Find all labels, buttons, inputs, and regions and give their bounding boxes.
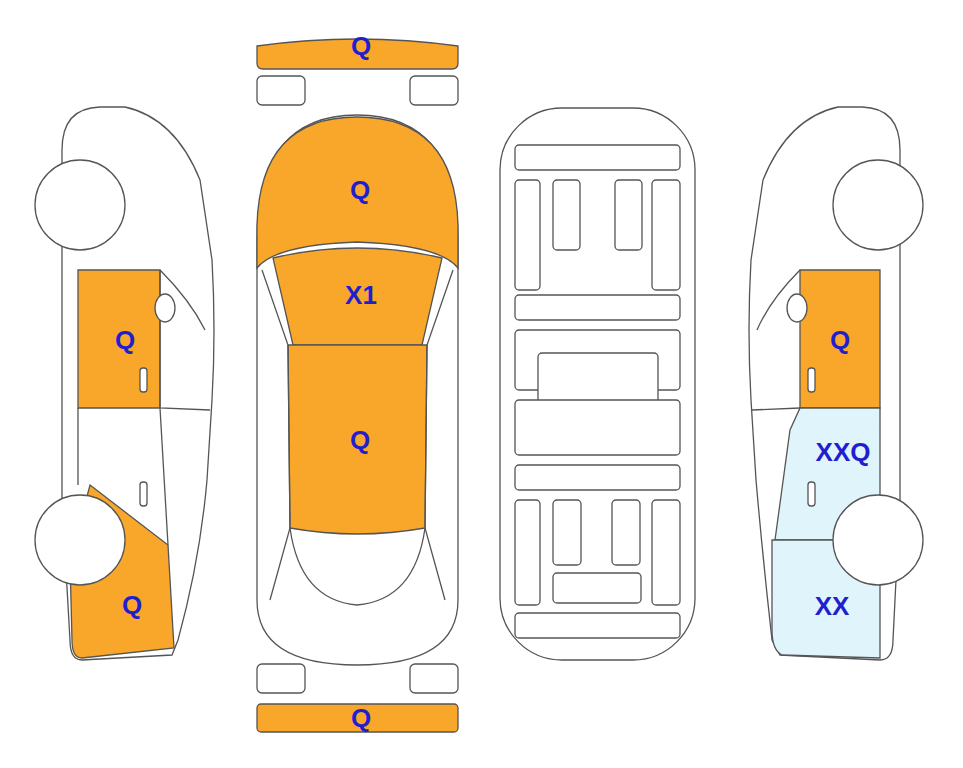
frame-part <box>515 500 540 605</box>
headlight <box>257 76 305 105</box>
frame-part <box>515 465 680 490</box>
side-line <box>262 270 290 600</box>
handle <box>140 368 147 392</box>
taillight <box>410 664 458 693</box>
frame-part <box>515 400 680 455</box>
damage-code: XXQ <box>816 439 871 465</box>
damage-code: Q <box>350 427 370 453</box>
mirror <box>787 294 807 322</box>
taillight <box>257 664 305 693</box>
headlight <box>410 76 458 105</box>
damage-code: X1 <box>345 282 377 308</box>
right-front-door <box>800 270 880 408</box>
rear-window <box>290 528 425 605</box>
frame-part <box>515 613 680 638</box>
handle <box>808 482 815 506</box>
handle <box>140 482 147 506</box>
wheel <box>833 495 923 585</box>
damage-code: Q <box>351 33 371 59</box>
frame-part <box>652 500 680 605</box>
frame-part <box>515 295 680 320</box>
damage-code: Q <box>350 177 370 203</box>
roof <box>288 345 427 534</box>
hood <box>257 117 458 268</box>
damage-code: XX <box>815 593 850 619</box>
handle <box>808 368 815 392</box>
rear-bumper <box>257 704 458 732</box>
damage-code: Q <box>115 327 135 353</box>
underbody <box>500 108 695 660</box>
frame-part <box>615 180 642 250</box>
damage-code: Q <box>830 327 850 353</box>
door-line <box>752 270 800 410</box>
windshield <box>273 248 442 345</box>
frame-part <box>612 500 640 565</box>
wheel <box>35 160 125 250</box>
car-body-top <box>257 115 458 665</box>
left-front-door <box>78 270 160 408</box>
mirror <box>155 294 175 322</box>
wheel <box>833 160 923 250</box>
frame-part <box>553 573 641 603</box>
frame-part <box>515 180 540 290</box>
side-line <box>425 270 453 600</box>
wheel <box>35 495 125 585</box>
frame-part <box>553 180 580 250</box>
damage-code: Q <box>351 705 371 731</box>
damage-code: Q <box>122 592 142 618</box>
frame-part <box>652 180 680 290</box>
frame-part <box>515 145 680 170</box>
frame-part <box>553 500 581 565</box>
